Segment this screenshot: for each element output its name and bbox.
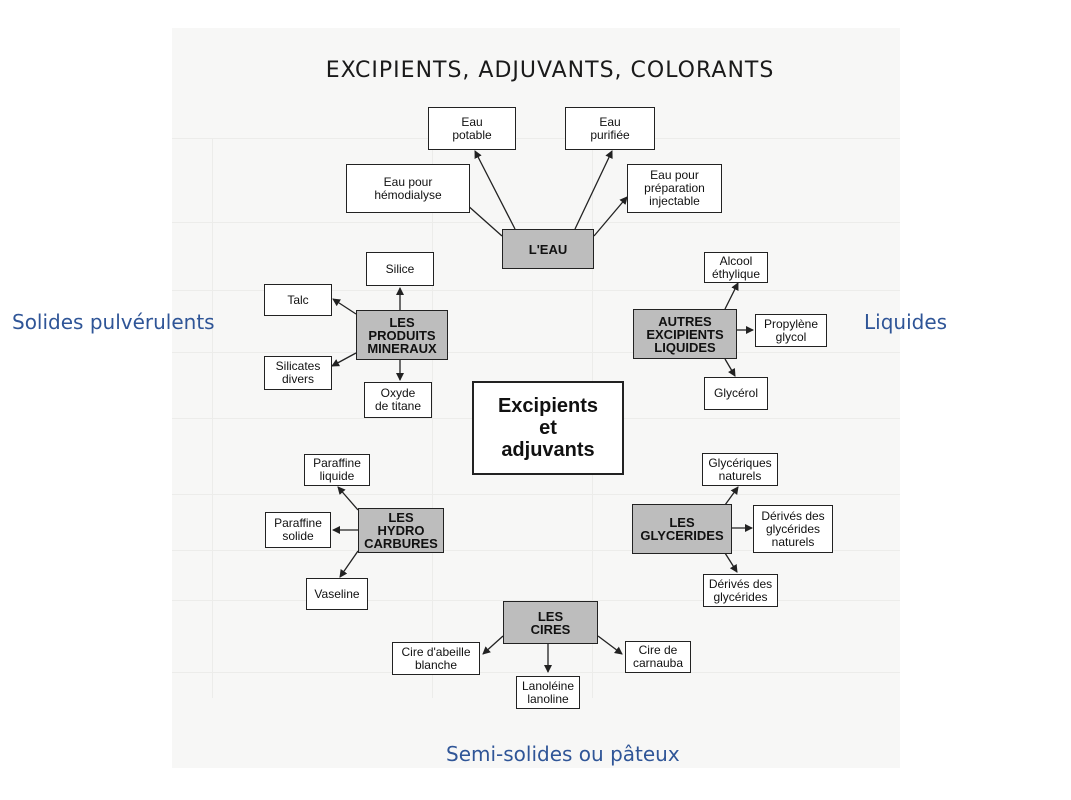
arrow (724, 552, 738, 573)
box-alcool-ethylique: Alcool éthylique (704, 252, 768, 283)
box-cire-carnauba: Cire de carnauba (625, 641, 691, 673)
hub-cires: LES CIRES (503, 601, 598, 644)
hub-produits-mineraux: LES PRODUITS MINERAUX (356, 310, 448, 360)
ghost-table-line (172, 494, 900, 495)
arrow (339, 550, 359, 578)
box-silicates-divers: Silicates divers (264, 356, 332, 390)
box-glyceriques-naturels: Glycériques naturels (702, 453, 778, 486)
box-glycerol: Glycérol (704, 377, 768, 410)
box-eau-potable: Eau potable (428, 107, 516, 150)
box-cire-abeille: Cire d'abeille blanche (392, 642, 480, 675)
arrow (724, 358, 736, 377)
box-oxyde-titane: Oxyde de titane (364, 382, 432, 418)
arrow (332, 298, 357, 315)
label-semi-solides: Semi-solides ou pâteux (446, 742, 680, 766)
label-liquides: Liquides (864, 310, 948, 334)
arrow (337, 486, 359, 511)
ghost-table-line (172, 138, 900, 139)
box-eau-hemodialyse: Eau pour hémodialyse (346, 164, 470, 213)
arrow (482, 635, 504, 655)
diagram-title: EXCIPIENTS, ADJUVANTS, COLORANTS (325, 58, 775, 83)
ghost-table-line (212, 138, 213, 698)
arrow (597, 635, 623, 655)
arrow (474, 150, 516, 230)
arrow (331, 352, 357, 367)
hub-hydrocarbures: LES HYDRO CARBURES (358, 508, 444, 553)
box-talc: Talc (264, 284, 332, 316)
arrow (724, 486, 739, 506)
box-silice: Silice (366, 252, 434, 286)
hub-glycerides: LES GLYCERIDES (632, 504, 732, 554)
label-solides: Solides pulvérulents (12, 310, 215, 334)
box-paraffine-solide: Paraffine solide (265, 512, 331, 548)
hub-autres-excipients-liquides: AUTRES EXCIPIENTS LIQUIDES (633, 309, 737, 359)
arrow (593, 196, 628, 237)
box-eau-purifiee: Eau purifiée (565, 107, 655, 150)
box-derives-glycerides-naturels: Dérivés des glycérides naturels (753, 505, 833, 553)
arrow (574, 150, 613, 230)
box-propylene-glycol: Propylène glycol (755, 314, 827, 347)
ghost-table-line (432, 138, 433, 698)
box-eau-injectable: Eau pour préparation injectable (627, 164, 722, 213)
box-paraffine-liquide: Paraffine liquide (304, 454, 370, 486)
ghost-table-line (172, 600, 900, 601)
ghost-table-line (172, 352, 900, 353)
ghost-table-line (172, 290, 900, 291)
arrow (724, 282, 739, 310)
box-vaseline: Vaseline (306, 578, 368, 610)
center-box-excipients-adjuvants: Excipients et adjuvants (472, 381, 624, 475)
ghost-table-line (172, 550, 900, 551)
box-derives-glycerides: Dérivés des glycérides (703, 574, 778, 607)
ghost-table-line (172, 222, 900, 223)
hub-eau: L'EAU (502, 229, 594, 269)
box-lanoleine: Lanoléine lanoline (516, 676, 580, 709)
ghost-table-line (172, 672, 900, 673)
